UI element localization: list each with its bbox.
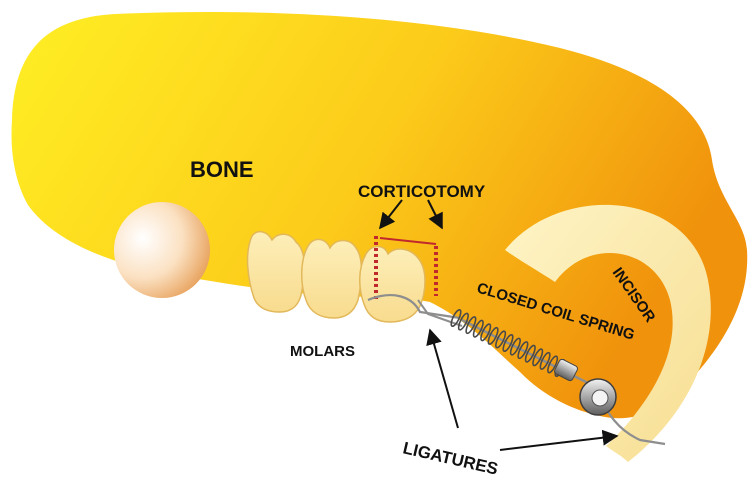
eyelet-hole [591,389,609,407]
incisor-tooth [505,204,711,462]
spring-eyelet [553,358,617,416]
molar-ligature-wire [367,294,461,320]
coil-loop [539,351,551,370]
coil-loop [502,333,514,353]
coil-loop [532,348,544,367]
closed-coil-spring [450,308,566,378]
molar-1 [246,230,306,313]
coil-loop [457,312,469,331]
cut-top-horizontal [379,237,437,245]
coil-loop [509,337,521,356]
arrow-ligatures-molar [426,328,459,429]
arrows [379,199,619,451]
coil-loop [524,344,536,363]
coil-loop [480,323,492,342]
spring-crimp [553,358,579,382]
arrow-corticotomy-right [427,199,443,230]
corticotomy-cuts [374,236,438,300]
molar-group [246,230,426,323]
coil-loop [517,341,529,360]
condyle-ball [114,202,210,298]
coil-loop [495,330,507,349]
label-bone: BONE [190,157,254,182]
label-ligatures: LIGATURES [401,438,500,478]
coil-loop [450,308,462,328]
label-corticotomy: CORTICOTOMY [358,182,486,201]
coil-loop [487,326,499,345]
label-molars: MOLARS [290,343,355,360]
molar-3 [359,245,426,323]
coil-loop [472,319,484,338]
coil-loop [465,316,477,335]
arrow-corticotomy-left [379,199,403,230]
coil-loop [547,355,559,374]
arrow-ligatures-incisor [499,429,619,451]
molar-2 [301,238,363,319]
